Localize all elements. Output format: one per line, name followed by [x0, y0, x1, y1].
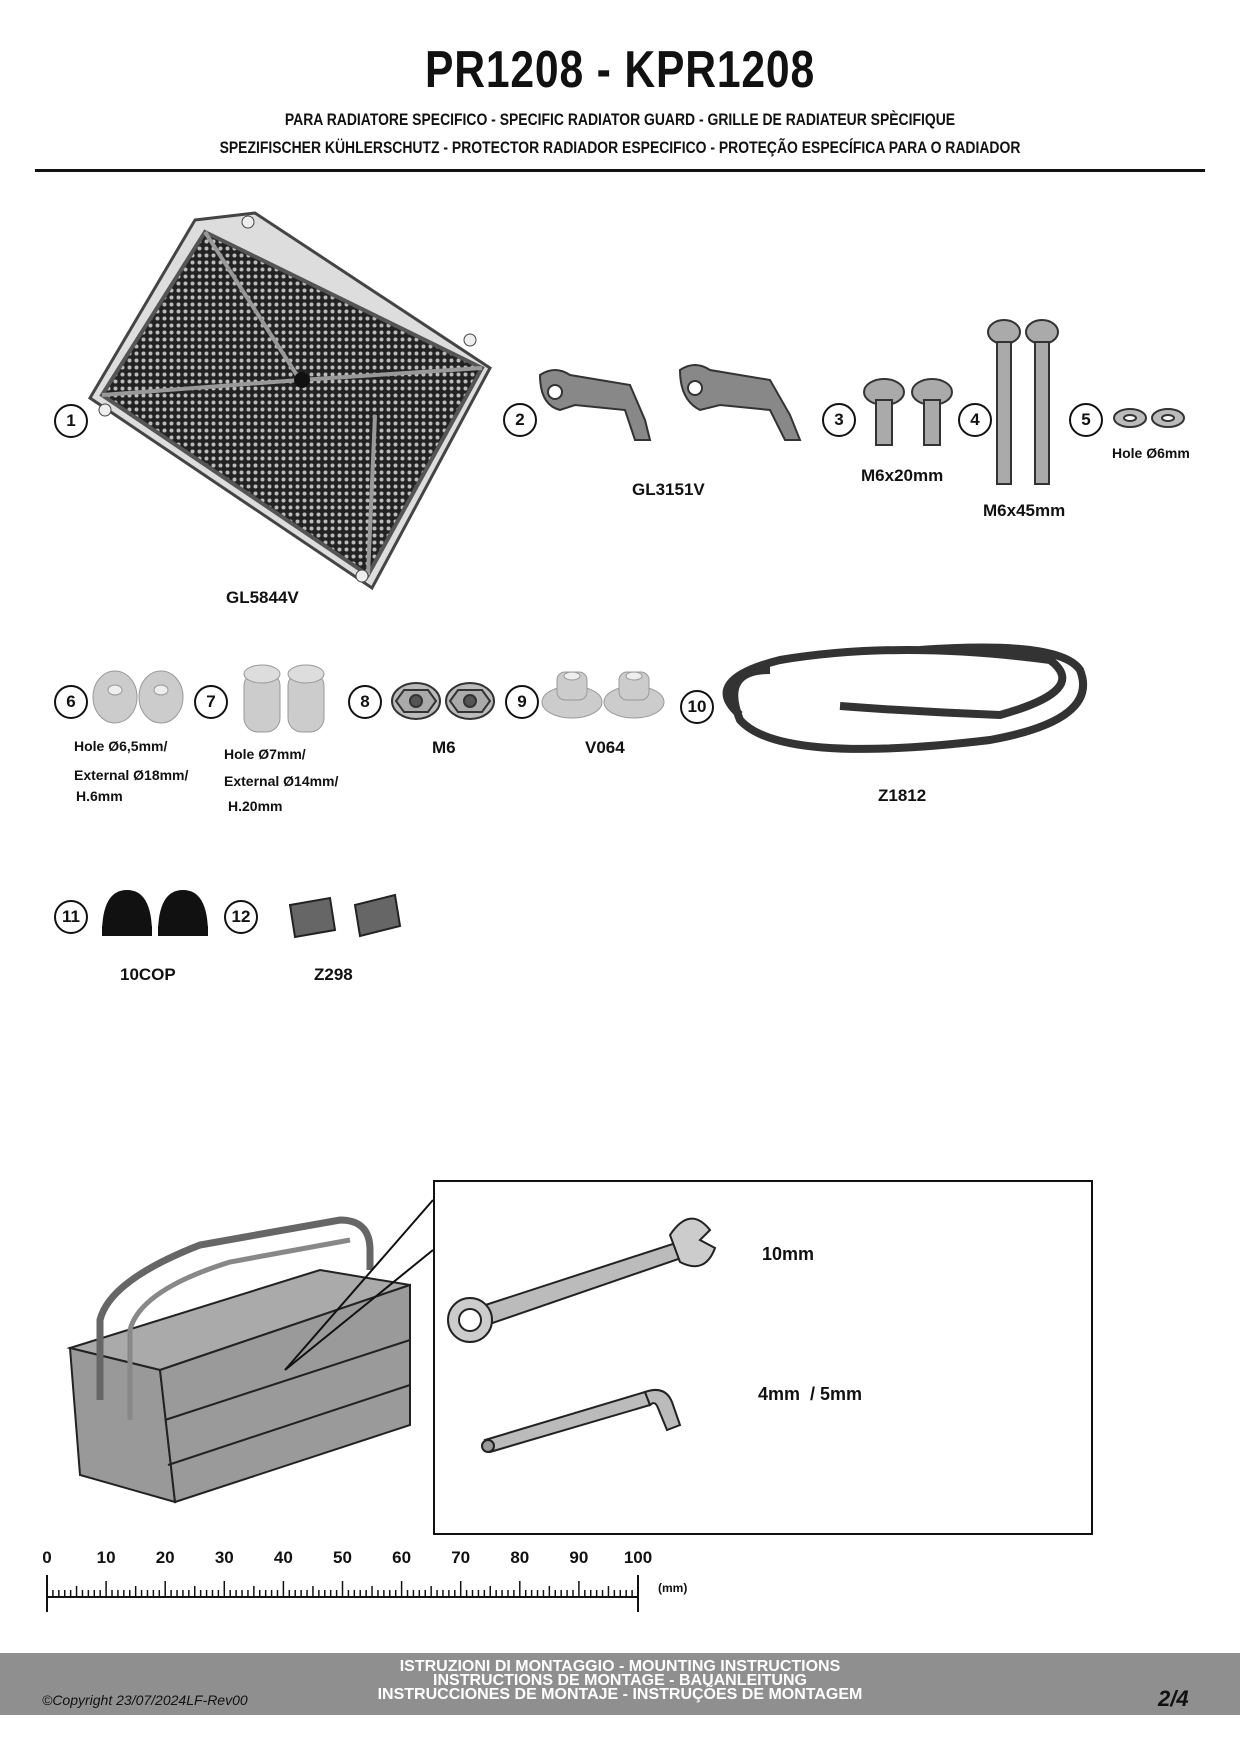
part-code-4: M6x45mm	[983, 501, 1066, 520]
radiator-grille-image	[87, 211, 492, 591]
part-code-3: M6x20mm	[861, 466, 944, 485]
footer-line-2: INSTRUCTIONS DE MONTAGE - BAUANLEITUNG	[433, 1672, 807, 1689]
ruler-label: 10	[96, 1548, 116, 1567]
page-number: 2/4	[1158, 1686, 1189, 1711]
part-code-5: Hole Ø6mm	[1112, 445, 1190, 461]
spacer-short-image	[92, 670, 184, 724]
copyright: ©Copyright 23/07/2024LF-Rev00	[42, 1692, 248, 1708]
ruler-label: 20	[155, 1548, 175, 1567]
part-code-2: GL3151V	[632, 480, 705, 499]
part-code-12: Z298	[314, 965, 353, 984]
screw-m6x20-image	[863, 378, 953, 446]
rubber-washer-image	[541, 671, 665, 719]
bracket-image	[538, 364, 802, 441]
ruler	[46, 1575, 639, 1612]
toolbox-image	[66, 1216, 411, 1504]
nut-cap-image	[102, 890, 208, 936]
ruler-label: 0	[42, 1548, 52, 1567]
tools-box	[433, 1180, 1093, 1535]
part-number-4: 4	[958, 403, 992, 437]
wrench-size-label: 10mm	[762, 1244, 815, 1264]
adhesive-strip-image	[722, 643, 1088, 753]
part-number-5: 5	[1069, 403, 1103, 437]
part-number-9: 9	[505, 685, 539, 719]
ruler-label: 40	[273, 1548, 293, 1567]
footer-line-1: ISTRUZIONI DI MONTAGGIO - MOUNTING INSTR…	[399, 1658, 841, 1675]
part-number-2: 2	[503, 403, 537, 437]
part-spec-7-line-3: H.20mm	[228, 798, 283, 814]
part-number-8: 8	[348, 685, 382, 719]
part-code-1: GL5844V	[226, 588, 299, 607]
part-spec-6-line-3: H.6mm	[76, 788, 123, 804]
part-number-10: 10	[680, 690, 714, 724]
ruler-label: 100	[623, 1548, 653, 1567]
nut-image	[391, 682, 495, 720]
ruler-label: 80	[510, 1548, 530, 1567]
part-code-8: M6	[432, 738, 456, 757]
allen-key-icon	[481, 1389, 682, 1454]
part-spec-6-line-2: External Ø18mm/	[74, 767, 189, 783]
spacer-tall-image	[243, 664, 325, 733]
ruler-unit: (mm)	[658, 1581, 688, 1595]
page-title: PR1208 - KPR1208	[424, 41, 815, 99]
screw-m6x45-image	[987, 319, 1059, 485]
ruler-label: 50	[333, 1548, 352, 1567]
callout-line	[284, 1199, 434, 1371]
part-code-11: 10COP	[120, 965, 176, 984]
allen-size-label: 4mm / 5mm	[758, 1384, 863, 1404]
part-spec-7-line-2: External Ø14mm/	[224, 773, 339, 789]
part-code-10: Z1812	[878, 786, 927, 805]
part-code-9: V064	[585, 738, 625, 757]
part-spec-6-line-1: Hole Ø6,5mm/	[74, 738, 168, 754]
part-number-3: 3	[822, 403, 856, 437]
ruler-label: 90	[569, 1548, 589, 1567]
footer-line-3: INSTRUCCIONES DE MONTAJE - INSTRUÇÕES DE…	[377, 1686, 863, 1703]
washer-image	[1113, 408, 1185, 428]
footer-bar	[0, 1653, 1240, 1715]
part-number-7: 7	[194, 685, 228, 719]
part-spec-7-line-1: Hole Ø7mm/	[224, 746, 306, 762]
part-number-12: 12	[224, 900, 258, 934]
part-number-11: 11	[54, 900, 88, 934]
header-divider	[35, 169, 1205, 172]
ruler-label: 60	[392, 1548, 412, 1567]
part-number-6: 6	[54, 685, 88, 719]
subtitle-line-1: PARA RADIATORE SPECIFICO - SPECIFIC RADI…	[284, 110, 956, 129]
ruler-label: 70	[451, 1548, 471, 1567]
wrench-icon	[447, 1217, 717, 1343]
subtitle-line-2: SPEZIFISCHER KÜHLERSCHUTZ - PROTECTOR RA…	[219, 138, 1021, 157]
ruler-label: 30	[214, 1548, 234, 1567]
part-number-1: 1	[54, 404, 88, 438]
rubber-pad-image	[288, 893, 402, 939]
